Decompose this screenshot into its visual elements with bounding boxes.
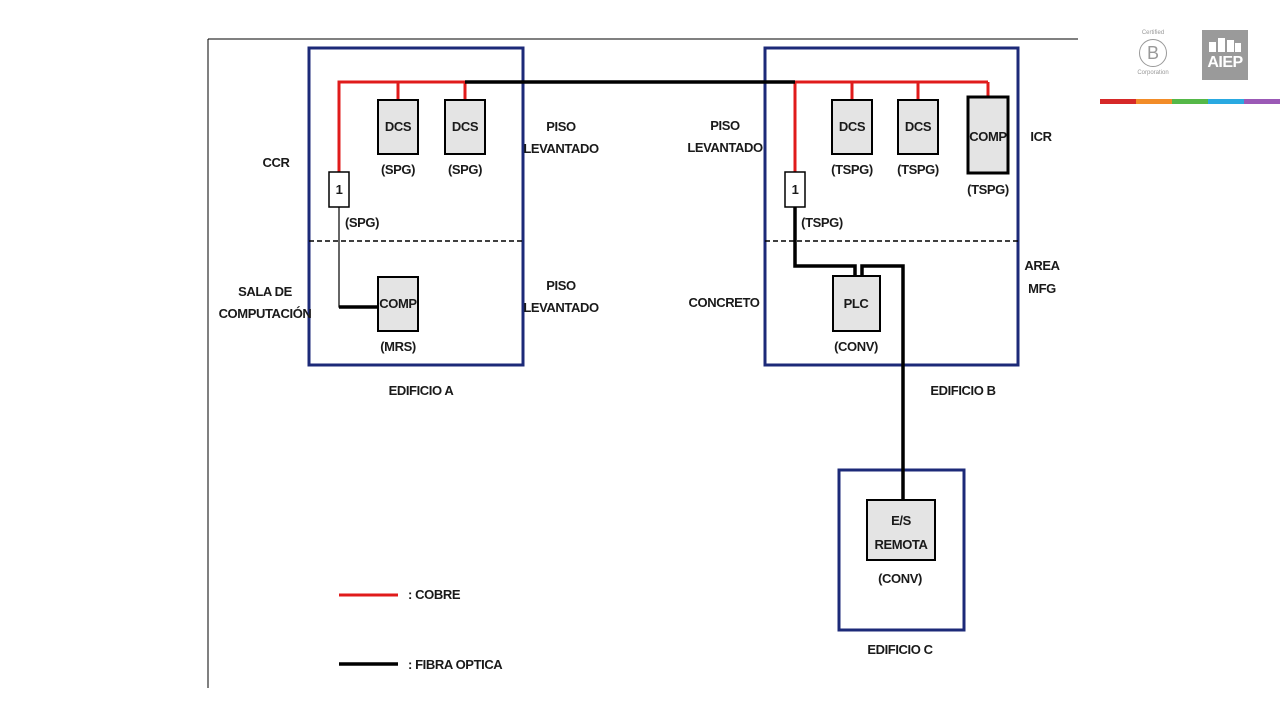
device-b-comp-sub: (TSPG) — [967, 182, 1009, 197]
device-b-comp: COMP — [966, 95, 1010, 175]
device-b-dcs2: DCS — [897, 99, 939, 155]
device-b-node: 1 — [784, 171, 806, 208]
legend-copper-label: : COBRE — [408, 587, 461, 602]
device-a-dcs1: DCS — [377, 99, 419, 155]
zone-piso-b-1: PISO — [710, 118, 740, 133]
zone-piso-b-2: LEVANTADO — [687, 140, 763, 155]
building-a-box — [307, 46, 525, 367]
device-b-dcs1: DCS — [831, 99, 873, 155]
device-a-node-sub: (SPG) — [345, 215, 379, 230]
device-a-comp: COMP — [377, 276, 419, 332]
stripe-segment-green — [1172, 99, 1208, 104]
device-b-node-label: 1 — [792, 182, 799, 197]
building-a-label: EDIFICIO A — [389, 383, 455, 398]
device-b-dcs2-sub: (TSPG) — [897, 162, 939, 177]
building-b-box — [763, 46, 1020, 367]
device-a-dcs1-sub: (SPG) — [381, 162, 415, 177]
bcorp-certified-text: Certified — [1141, 30, 1165, 36]
device-c-eis-label-2: REMOTA — [875, 537, 929, 552]
device-c-eis-sub: (CONV) — [878, 571, 922, 586]
device-a-dcs2-label: DCS — [452, 119, 479, 134]
fiber-links — [465, 80, 905, 500]
zone-piso-a-top-1: PISO — [546, 119, 576, 134]
device-a-dcs2: DCS — [444, 99, 486, 155]
building-c-label: EDIFICIO C — [867, 642, 933, 657]
device-a-node: 1 — [328, 171, 350, 208]
device-c-eis: E/S REMOTA — [866, 499, 936, 561]
copper-links — [337, 80, 990, 172]
device-b-plc: PLC — [832, 275, 881, 332]
stripe-segment-blue — [1208, 99, 1244, 104]
zone-concreto-label: CONCRETO — [689, 295, 760, 310]
zone-piso-a-bot-1: PISO — [546, 278, 576, 293]
stripe-segment-purple — [1244, 99, 1280, 104]
zone-piso-a-top-2: LEVANTADO — [523, 141, 599, 156]
zone-area-label-1: AREA — [1024, 258, 1060, 273]
device-b-node-sub: (TSPG) — [801, 215, 843, 230]
bcorp-corporation-text: Corporation — [1137, 70, 1169, 76]
aiep-bars-icon — [1209, 38, 1241, 52]
device-c-eis-label-1: E/S — [891, 513, 911, 528]
device-b-plc-sub: (CONV) — [834, 339, 878, 354]
device-a-comp-sub: (MRS) — [380, 339, 416, 354]
device-a-node-label: 1 — [336, 182, 343, 197]
building-b-label: EDIFICIO B — [930, 383, 995, 398]
device-a-comp-label: COMP — [379, 296, 417, 311]
zone-area-label-2: MFG — [1028, 281, 1056, 296]
stripe-segment-orange — [1136, 99, 1172, 104]
zone-icr-label: ICR — [1030, 129, 1052, 144]
device-a-dcs2-sub: (SPG) — [448, 162, 482, 177]
zone-sala-label-2: COMPUTACIÓN — [219, 306, 312, 321]
device-b-plc-label: PLC — [844, 296, 870, 311]
aiep-logo-text: AIEP — [1207, 54, 1243, 71]
device-b-dcs2-label: DCS — [905, 119, 932, 134]
stripe-segment-red — [1100, 99, 1136, 104]
device-b-dcs1-label: DCS — [839, 119, 866, 134]
zone-sala-label-1: SALA DE — [238, 284, 293, 299]
zone-piso-a-bot-2: LEVANTADO — [523, 300, 599, 315]
device-b-comp-label: COMP — [969, 129, 1007, 144]
brand-color-stripe — [1100, 99, 1280, 104]
device-b-dcs1-sub: (TSPG) — [831, 162, 873, 177]
legend-fiber-label: : FIBRA OPTICA — [408, 657, 503, 672]
aiep-logo: AIEP — [1202, 30, 1248, 80]
bcorp-letter: B — [1139, 39, 1167, 67]
bcorp-logo: Certified B Corporation — [1130, 30, 1176, 80]
zone-ccr-label: CCR — [263, 155, 291, 170]
device-a-dcs1-label: DCS — [385, 119, 412, 134]
